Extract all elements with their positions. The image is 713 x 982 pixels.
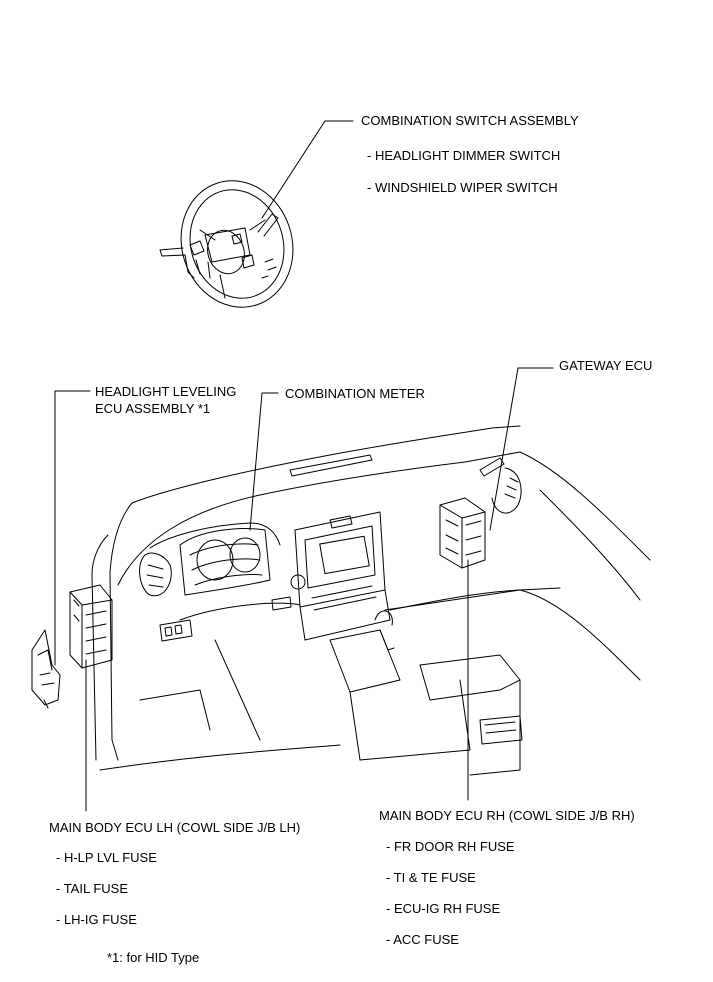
main-body-ecu-rh-item: - ECU-IG RH FUSE xyxy=(386,901,501,916)
main-body-ecu-lh-item: - H-LP LVL FUSE xyxy=(56,850,157,865)
combination-switch-title: COMBINATION SWITCH ASSEMBLY xyxy=(361,113,579,128)
gateway-ecu-title: GATEWAY ECU xyxy=(559,358,653,373)
steering-wheel-drawing xyxy=(159,180,294,308)
footnote: *1: for HID Type xyxy=(107,950,200,965)
main-body-ecu-lh-item: - TAIL FUSE xyxy=(56,881,128,896)
main-body-ecu-rh-title: MAIN BODY ECU RH (COWL SIDE J/B RH) xyxy=(379,808,635,823)
combination-switch-item: - WINDSHIELD WIPER SWITCH xyxy=(367,180,558,195)
headlight-leveling-title-line2: ECU ASSEMBLY *1 xyxy=(95,401,211,416)
gateway-ecu-drawing xyxy=(439,497,486,569)
headlight-leveling-title-line1: HEADLIGHT LEVELING xyxy=(95,384,237,399)
main-body-ecu-rh-item: - ACC FUSE xyxy=(386,932,459,947)
main-body-ecu-rh-item: - TI & TE FUSE xyxy=(386,870,476,885)
main-body-ecu-lh-item: - LH-IG FUSE xyxy=(56,912,137,927)
leader-lines xyxy=(54,120,554,812)
main-body-ecu-lh-drawing xyxy=(69,584,113,669)
combination-meter-title: COMBINATION METER xyxy=(285,386,425,401)
headlight-leveling-ecu-drawing xyxy=(31,629,61,709)
dashboard-drawing xyxy=(91,425,651,776)
main-body-ecu-lh-title: MAIN BODY ECU LH (COWL SIDE J/B LH) xyxy=(49,820,301,835)
combination-switch-item: - HEADLIGHT DIMMER SWITCH xyxy=(367,148,561,163)
main-body-ecu-rh-item: - FR DOOR RH FUSE xyxy=(386,839,515,854)
